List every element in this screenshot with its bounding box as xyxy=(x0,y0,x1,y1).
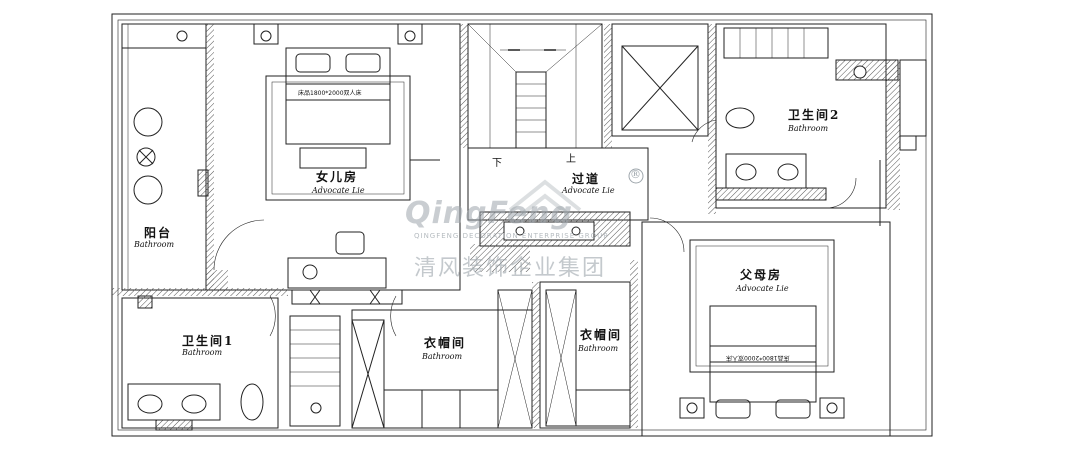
room-en-closet-right: Bathroom xyxy=(578,344,619,353)
bed-note-daughter: 床品1800*2000双人床 xyxy=(298,90,362,97)
room-name-closet-right: 衣帽间 xyxy=(580,328,623,342)
bed-note-parents: 床品1800*2000双人床 xyxy=(726,354,790,361)
room-en-closet-left: Bathroom xyxy=(422,352,463,361)
stair-down-label: 下 xyxy=(492,158,502,169)
elevator-shaft xyxy=(611,23,709,137)
room-en-bathroom-1: Bathroom xyxy=(182,348,223,357)
room-name-bathroom-2: 卫生间2 xyxy=(788,108,841,122)
bed-parents xyxy=(709,305,817,403)
closet-right-area xyxy=(539,281,631,429)
watermark-company-en: QINGFENG DECORATION ENTERPRISE GROUP xyxy=(414,232,609,240)
room-name-corridor: 过道 xyxy=(572,172,601,186)
room-name-daughter: 女儿房 xyxy=(316,170,359,184)
outer-wall xyxy=(111,13,933,437)
watermark-company-cn: 清风装饰企业集团 xyxy=(414,256,607,281)
room-name-bathroom-1: 卫生间1 xyxy=(182,334,235,348)
stair-up-label: 上 xyxy=(566,154,576,165)
room-en-daughter: Advocate Lie xyxy=(312,186,365,195)
room-name-closet-left: 衣帽间 xyxy=(424,336,467,350)
balcony-area xyxy=(121,23,207,291)
stair-well xyxy=(467,23,603,149)
bathroom-1-area xyxy=(121,297,279,429)
watermark-logo-text: QingFeng xyxy=(405,196,573,231)
bed-daughter xyxy=(285,47,391,145)
room-en-bathroom-2: Bathroom xyxy=(788,124,829,133)
room-en-balcony: Bathroom xyxy=(134,240,175,249)
registered-mark: ® xyxy=(630,168,641,181)
watermark-logo xyxy=(508,179,582,216)
parents-room-area xyxy=(641,221,891,437)
room-en-parents: Advocate Lie xyxy=(736,284,789,293)
room-name-balcony: 阳台 xyxy=(144,226,173,240)
room-en-corridor: Advocate Lie xyxy=(562,186,615,195)
room-name-parents: 父母房 xyxy=(740,268,783,282)
